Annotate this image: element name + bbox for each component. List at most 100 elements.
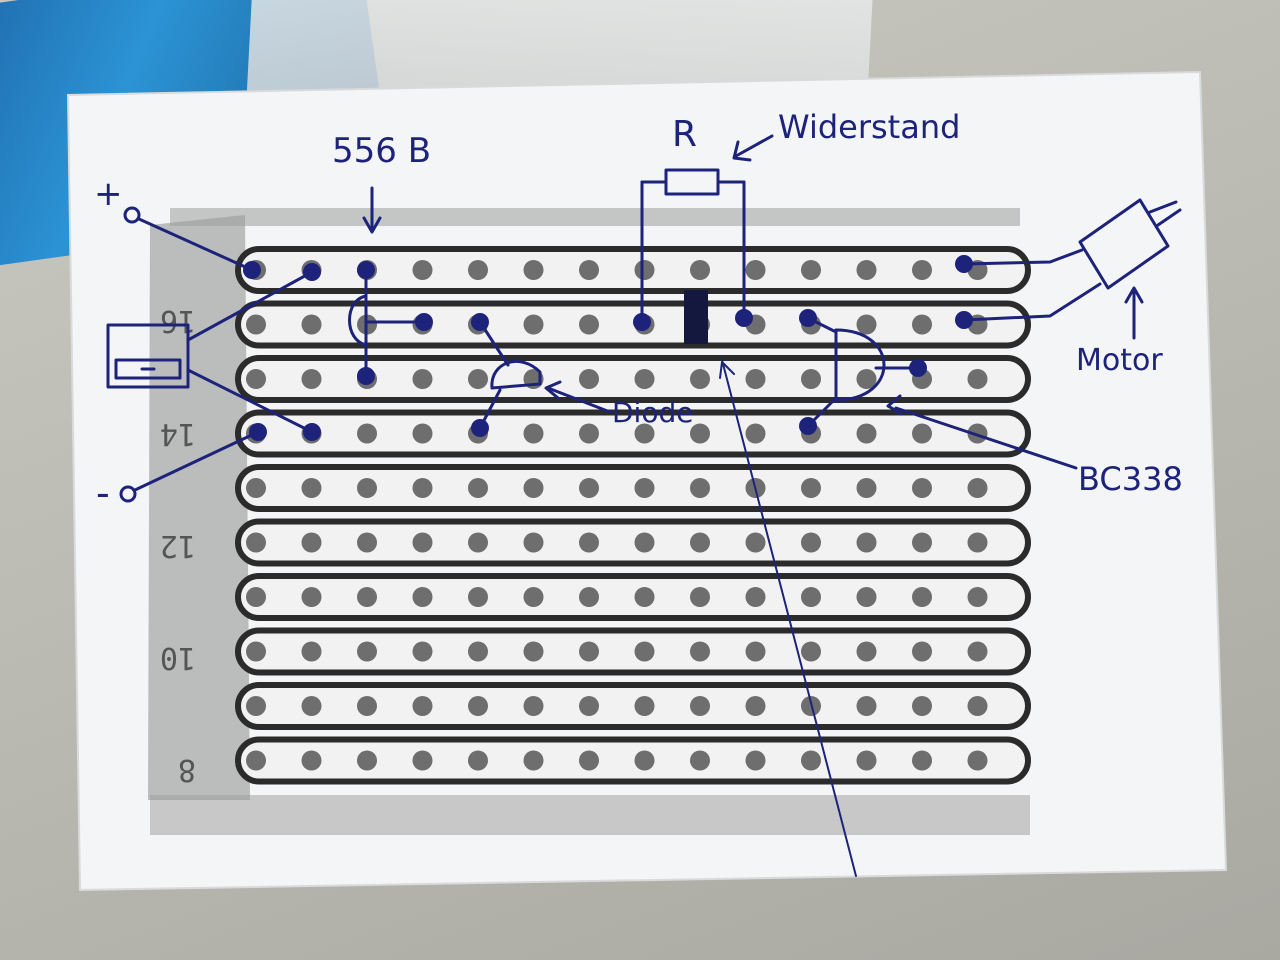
copper-strip <box>235 300 1031 349</box>
board-hole <box>301 478 322 498</box>
board-hole <box>745 423 766 444</box>
board-hole <box>246 369 266 389</box>
diode-pointer <box>546 386 612 414</box>
board-hole <box>301 696 322 716</box>
board-hole <box>357 423 377 444</box>
motor-label: Motor <box>1076 343 1163 378</box>
board-hole <box>690 369 710 389</box>
copper-strip <box>235 518 1031 567</box>
board-hole <box>801 532 821 553</box>
ink-pads <box>243 255 973 441</box>
board-hole <box>856 750 877 771</box>
board-hole <box>745 641 766 662</box>
board-hole <box>967 423 988 444</box>
board-hole <box>912 696 932 716</box>
ic-label: 556 B <box>332 131 431 171</box>
board-bottom-edge <box>150 795 1030 835</box>
board-hole <box>579 532 599 553</box>
copper-strip <box>235 682 1031 730</box>
board-hole <box>523 641 544 662</box>
board-hole <box>856 260 877 280</box>
board-hole <box>634 423 655 444</box>
board-hole <box>412 696 433 716</box>
motor-symbol <box>962 198 1182 322</box>
board-hole <box>357 478 377 498</box>
board-hole <box>579 369 599 389</box>
board-hole <box>967 478 988 498</box>
board-hole <box>579 260 599 280</box>
board-hole <box>634 532 655 553</box>
board-hole <box>523 314 544 335</box>
copper-strip <box>235 464 1031 512</box>
ic-symbol-556b <box>348 268 426 378</box>
plus-terminal <box>123 206 141 224</box>
copper-strips <box>235 246 1031 785</box>
board-hole <box>579 478 599 498</box>
board-hole <box>301 532 322 553</box>
board-hole <box>801 641 821 662</box>
board-hole <box>967 532 988 553</box>
board-hole <box>967 696 988 716</box>
board-marking-12: 12 <box>160 528 196 563</box>
board-hole <box>745 587 766 607</box>
resistor-letter-label: R <box>672 114 697 155</box>
board-hole <box>357 532 377 553</box>
board-hole <box>523 423 544 444</box>
board-hole <box>912 260 932 280</box>
board-hole <box>690 423 710 444</box>
board-hole <box>856 314 877 335</box>
board-hole <box>690 260 710 280</box>
board-hole <box>856 532 877 553</box>
minus-wire <box>133 430 260 492</box>
board-hole <box>912 641 932 662</box>
board-markings: 16 14 12 10 8 <box>160 303 196 787</box>
switch-connector <box>106 270 314 434</box>
board-edge-shade <box>148 215 250 800</box>
board-hole <box>745 696 766 716</box>
stripboard <box>148 208 1031 835</box>
board-hole <box>634 587 655 607</box>
board-hole <box>912 423 932 444</box>
board-hole <box>301 641 322 662</box>
board-hole <box>468 587 488 607</box>
board-hole <box>412 369 433 389</box>
board-hole <box>745 750 766 771</box>
strip-cut-mark <box>684 290 708 344</box>
board-hole <box>745 369 766 389</box>
board-hole <box>634 696 655 716</box>
board-hole <box>412 587 433 607</box>
board-marking-14: 14 <box>160 416 196 451</box>
board-hole <box>468 478 488 498</box>
board-hole <box>523 696 544 716</box>
board-hole <box>690 532 710 553</box>
board-hole <box>912 532 932 553</box>
board-hole <box>246 641 266 662</box>
board-top-edge <box>170 208 1020 226</box>
board-hole <box>468 641 488 662</box>
board-hole <box>412 260 433 280</box>
board-hole <box>468 750 488 771</box>
resistor-pointer <box>734 134 774 158</box>
board-hole <box>856 696 877 716</box>
board-hole <box>690 478 710 498</box>
board-hole <box>801 750 821 771</box>
board-hole <box>967 750 988 771</box>
minus-label: - <box>96 471 110 515</box>
board-hole <box>690 750 710 771</box>
board-hole <box>412 750 433 771</box>
board-hole <box>801 587 821 607</box>
board-hole <box>246 750 266 771</box>
board-hole <box>357 750 377 771</box>
copper-strip <box>235 736 1031 785</box>
board-hole <box>690 641 710 662</box>
copper-strip <box>235 573 1031 621</box>
board-hole <box>579 314 599 335</box>
board-hole <box>579 641 599 662</box>
board-hole <box>301 369 322 389</box>
board-hole <box>468 532 488 553</box>
board-hole <box>468 696 488 716</box>
board-hole <box>856 641 877 662</box>
board-hole <box>412 478 433 498</box>
board-hole <box>412 641 433 662</box>
